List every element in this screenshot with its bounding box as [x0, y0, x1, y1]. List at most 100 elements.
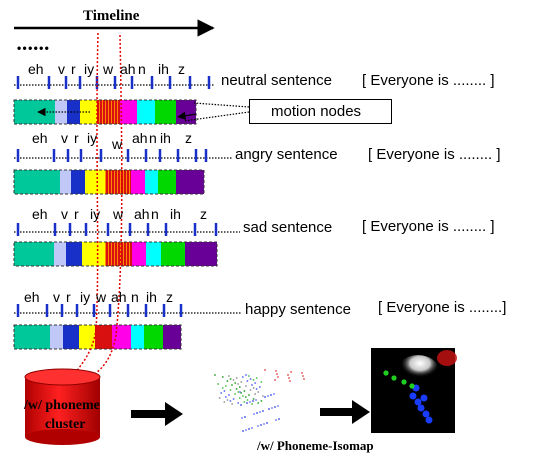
- phoneme-cluster-label-line1: /w/ phoneme: [24, 398, 100, 413]
- motion-node-segment: [185, 242, 217, 266]
- isomap-point: [262, 395, 264, 397]
- isomap-point: [221, 376, 224, 378]
- isomap-point: [238, 386, 241, 388]
- isomap-point: [258, 386, 261, 388]
- isomap-point: [256, 412, 258, 414]
- isomap-point: [226, 399, 229, 401]
- isomap-cluster-green: [391, 375, 397, 381]
- isomap-point: [243, 390, 246, 392]
- isomap-point: [277, 405, 279, 407]
- motion-node-pointer: [177, 111, 197, 120]
- isomap-point: [226, 380, 229, 382]
- motion-node-segment: [144, 325, 163, 349]
- phoneme-label: n: [151, 206, 159, 222]
- motion-node-segment: [63, 325, 79, 349]
- isomap-point: [248, 394, 250, 396]
- phoneme-label: ih: [158, 61, 169, 77]
- motion-node-segment: [71, 170, 85, 194]
- phoneme-label: w: [103, 61, 114, 77]
- isomap-point: [288, 377, 290, 379]
- ellipsis-dots: • • • • • •: [17, 41, 49, 55]
- isomap-cluster-blue: [425, 416, 433, 424]
- isomap-cluster-green: [401, 379, 407, 385]
- happy-sentence-bracket: [ Everyone is ........]: [378, 299, 507, 316]
- isomap-cluster-blue: [422, 410, 430, 418]
- phoneme-label: r: [66, 289, 71, 305]
- isomap-point: [275, 419, 277, 421]
- isomap-point: [303, 378, 305, 380]
- isomap-point: [232, 398, 235, 400]
- isomap-point: [251, 384, 253, 386]
- isomap-point: [274, 379, 276, 381]
- isomap-point: [235, 377, 238, 379]
- isomap-point: [276, 373, 278, 375]
- isomap-point: [231, 384, 233, 386]
- motion-node-segment: [79, 325, 95, 349]
- motion-node-segment: [176, 170, 204, 194]
- isomap-point: [277, 376, 279, 378]
- phoneme-label: w: [96, 289, 107, 305]
- isomap-point: [252, 398, 255, 400]
- isomap-point: [252, 387, 255, 389]
- isomap-point: [271, 407, 273, 409]
- phoneme-label: z: [166, 289, 173, 305]
- motion-node-pointer: [193, 102, 250, 108]
- isomap-cluster-green: [383, 370, 389, 376]
- motion-node-segment: [97, 100, 120, 124]
- phoneme-label: n: [138, 61, 146, 77]
- isomap-point: [252, 379, 255, 381]
- isomap-point: [238, 397, 241, 399]
- isomap-point: [245, 429, 247, 431]
- isomap-point: [232, 379, 235, 381]
- isomap-point: [270, 394, 272, 396]
- phoneme-label: ah: [120, 61, 136, 77]
- motion-node-segment: [85, 170, 105, 194]
- isomap-point: [264, 396, 266, 398]
- isomap-point: [223, 401, 226, 403]
- motion-node-segment: [66, 242, 82, 266]
- motion-node-bar-outline: [13, 324, 182, 350]
- angry-sentence-bracket: [ Everyone is ........ ]: [368, 146, 501, 163]
- isomap-point: [237, 383, 240, 385]
- isomap-point: [301, 372, 303, 374]
- isomap-point: [229, 389, 232, 391]
- motion-node-segment: [82, 242, 105, 266]
- isomap-point: [245, 374, 247, 376]
- motion-node-segment: [50, 325, 63, 349]
- isomap-point: [260, 381, 263, 383]
- phoneme-label: w: [112, 136, 123, 152]
- motion-node-bar-outline: [13, 169, 205, 195]
- motion-node-segment: [54, 242, 66, 266]
- phoneme-label: iy: [84, 61, 95, 77]
- motion-node-segment: [14, 242, 54, 266]
- motion-node-segment: [95, 325, 112, 349]
- motion-nodes-label: motion nodes: [271, 103, 362, 120]
- phoneme-cluster-cylinder-top: [24, 368, 101, 386]
- isomap-point: [248, 375, 250, 377]
- isomap-point: [240, 404, 242, 406]
- phoneme-label: eh: [28, 61, 44, 77]
- isomap-point: [263, 423, 265, 425]
- timeline-label: Timeline: [83, 8, 140, 24]
- isomap-point: [251, 427, 253, 429]
- phoneme-label: ih: [170, 206, 181, 222]
- isomap-point: [260, 400, 263, 402]
- isomap-point: [268, 408, 270, 410]
- motion-node-segment: [146, 242, 161, 266]
- motion-node-segment: [158, 170, 176, 194]
- isomap-point: [218, 397, 221, 399]
- motion-node-segment: [131, 325, 144, 349]
- isomap-point: [220, 392, 223, 394]
- isomap-point: [231, 403, 234, 405]
- isomap-point: [260, 424, 262, 426]
- isomap-point: [242, 430, 244, 432]
- motion-node-segment: [131, 170, 145, 194]
- isomap-point: [257, 391, 260, 393]
- phoneme-label: n: [149, 130, 157, 146]
- isomap-point: [257, 402, 260, 404]
- isomap-point: [240, 392, 243, 394]
- neutral-sentence-bracket: [ Everyone is ........ ]: [362, 72, 495, 89]
- motion-node-segment: [105, 242, 132, 266]
- phoneme-label: iy: [90, 206, 101, 222]
